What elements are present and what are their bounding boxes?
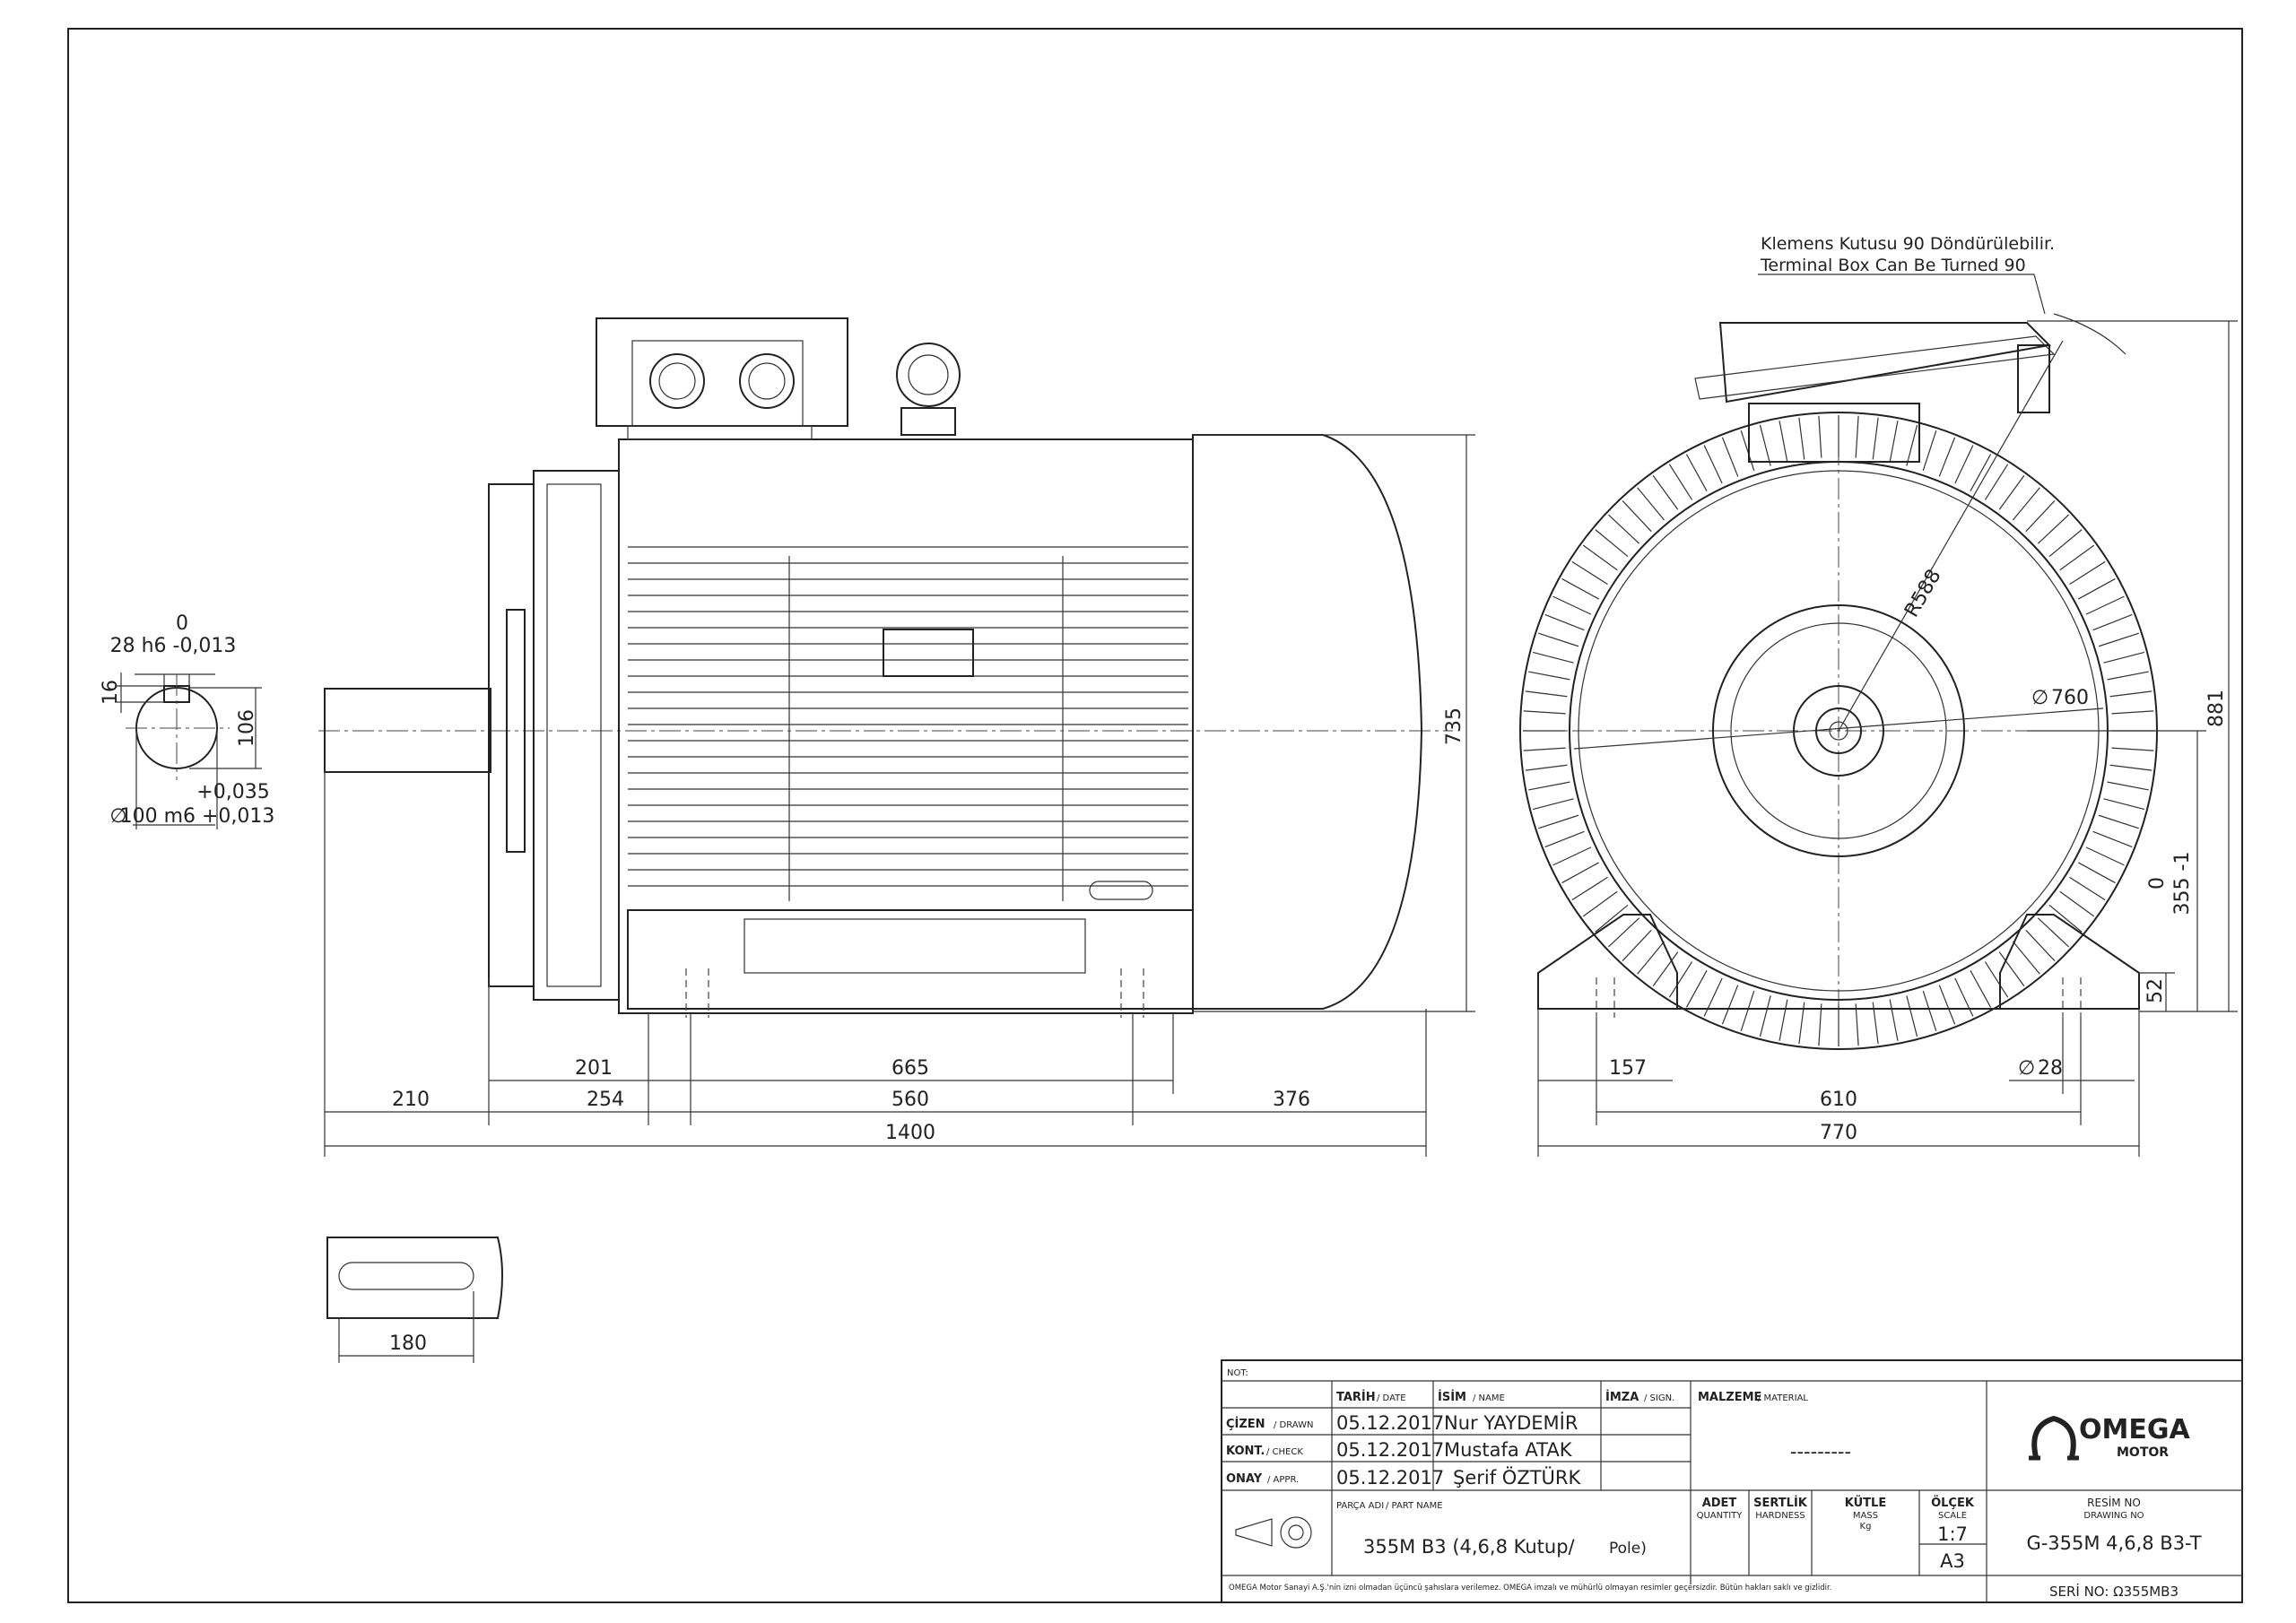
dim-254: 254	[587, 1089, 624, 1111]
row-drawn-role: ÇİZEN	[1226, 1417, 1265, 1431]
row-appr-date: 05.12.2017	[1336, 1467, 1444, 1488]
col-date-en: / DATE	[1377, 1393, 1406, 1403]
key-depth-dimension: 16	[100, 680, 122, 705]
material-label: MALZEME	[1698, 1391, 1761, 1404]
dim-355-tol: 0	[2146, 877, 2169, 890]
fan-hub	[1712, 604, 1965, 857]
row-appr-role-en: / APPR.	[1267, 1475, 1299, 1485]
diameter-symbol: ∅	[109, 805, 126, 828]
row-check-role: KONT.	[1226, 1445, 1265, 1458]
dim-376: 376	[1273, 1089, 1310, 1111]
row-check-role-en: / CHECK	[1266, 1447, 1303, 1457]
material-en: / MATERIAL	[1758, 1393, 1808, 1403]
dim-770: 770	[1820, 1122, 1857, 1144]
copyright-footer: OMEGA Motor Sanayi A.Ş.'nin izni olmadan…	[1229, 1584, 1831, 1593]
dim-r588: R588	[1900, 566, 1945, 621]
mass-en: MASS	[1853, 1511, 1878, 1521]
motor-frame	[618, 438, 1194, 1014]
part-label: PARÇA ADI	[1336, 1501, 1384, 1511]
key-tol-upper: 0	[176, 612, 188, 635]
col-sign-en: / SIGN.	[1644, 1393, 1674, 1403]
note-english: Terminal Box Can Be Turned 90	[1760, 256, 2026, 275]
dim-760: 760	[2051, 687, 2089, 709]
paper-size: A3	[1940, 1550, 1965, 1572]
dim-610: 610	[1820, 1089, 1857, 1111]
col-sign: İMZA	[1605, 1390, 1639, 1404]
logo-sub: MOTOR	[2117, 1445, 2169, 1460]
dim-210: 210	[392, 1089, 430, 1111]
drawing-no-en: DRAWING NO	[2083, 1511, 2144, 1521]
scale-en: SCALE	[1938, 1511, 1967, 1521]
hardness-label: SERTLİK	[1753, 1496, 1808, 1510]
qty-en: QUANTITY	[1697, 1511, 1744, 1521]
title-block: NOT: TARİH / DATE İSİM / NAME İMZA / SIG…	[1221, 1359, 2243, 1603]
hardness-en: HARDNESS	[1755, 1511, 1805, 1521]
foot-left	[1537, 914, 1678, 1010]
nameplate	[883, 629, 974, 677]
logo-main: OMEGA	[2079, 1414, 2190, 1445]
col-date: TARİH	[1336, 1390, 1376, 1404]
lifting-eye	[896, 343, 961, 436]
dim-28: 28	[2038, 1057, 2063, 1080]
note-turkish: Klemens Kutusu 90 Döndürülebilir.	[1761, 234, 2055, 254]
mass-unit: Kg	[1860, 1522, 1872, 1532]
qty-label: ADET	[1702, 1497, 1737, 1510]
sheet-border	[67, 28, 2243, 1603]
omega-logo: OMEGA MOTOR	[2029, 1414, 2190, 1461]
dim-180: 180	[389, 1332, 427, 1355]
side-view-dimensions: 201 665 210 254 560 376 1400 735	[324, 434, 1475, 1157]
dim-1400: 1400	[885, 1122, 935, 1144]
dim-881: 881	[2205, 690, 2228, 727]
terminal-box-note: Klemens Kutusu 90 Döndürülebilir. Termin…	[1758, 234, 2055, 315]
dim-665: 665	[891, 1057, 929, 1080]
shaft	[324, 688, 491, 773]
fan-cowl	[1192, 434, 1423, 1010]
part-name: 355M B3 (4,6,8 Kutup/	[1363, 1536, 1576, 1558]
part-name-pole: Pole)	[1609, 1540, 1647, 1558]
drawing-no: G-355M 4,6,8 B3-T	[2026, 1532, 2201, 1554]
radial-fins	[1523, 415, 2154, 1046]
dim-735: 735	[1443, 707, 1465, 745]
shaft-height-dimension: 106	[236, 709, 258, 747]
diameter-symbol: ∅	[2018, 1057, 2035, 1080]
terminal-box	[596, 317, 848, 427]
shaft-diameter-dimension: 100 m6 +0,013	[120, 805, 275, 828]
front-view-dimensions: R588 ∅ 760 881 0 355 -1 52 157 ∅ 28 610 …	[1537, 320, 2238, 1157]
dim-355: 355 -1	[2171, 852, 2194, 916]
row-check-date: 05.12.2017	[1336, 1439, 1444, 1461]
shaft-tol-upper: +0,035	[196, 781, 269, 803]
scale-value: 1:7	[1937, 1523, 1968, 1545]
col-name-en: / NAME	[1473, 1393, 1505, 1403]
foot-right	[1999, 914, 2140, 1010]
dim-157: 157	[1609, 1057, 1647, 1080]
key-detail-view: 180	[326, 1237, 503, 1363]
dim-560: 560	[891, 1089, 929, 1111]
row-drawn-name: Nur YAYDEMİR	[1444, 1411, 1578, 1434]
part-label-en: / PART NAME	[1386, 1501, 1443, 1511]
cooling-fins	[628, 546, 1188, 901]
row-drawn-date: 05.12.2017	[1336, 1412, 1444, 1434]
col-name: İSİM	[1438, 1390, 1466, 1404]
serial-no: SERİ NO: Ω355MB3	[2049, 1583, 2179, 1600]
foot-base	[627, 909, 1194, 1010]
dim-52: 52	[2144, 978, 2167, 1003]
row-check-name: Mustafa ATAK	[1444, 1439, 1573, 1461]
drawing-no-label: RESİM NO	[2087, 1496, 2141, 1509]
shaft-section-view: 0 28 h6 -0,013 16 106 +0,035 ∅ 100 m6 +0…	[100, 612, 274, 829]
note-label: NOT:	[1227, 1368, 1248, 1378]
dim-201: 201	[575, 1057, 613, 1080]
scale-label: ÖLÇEK	[1931, 1496, 1975, 1510]
diameter-symbol: ∅	[2031, 687, 2048, 709]
row-appr-name: Şerif ÖZTÜRK	[1453, 1466, 1581, 1488]
projection-symbol	[1235, 1516, 1312, 1549]
key-width-dimension: 28 h6 -0,013	[110, 635, 237, 657]
row-drawn-role-en: / DRAWN	[1274, 1420, 1313, 1430]
motor-side-view	[318, 317, 1453, 1018]
mass-label: KÜTLE	[1845, 1496, 1886, 1510]
row-appr-role: ONAY	[1226, 1472, 1263, 1486]
motor-front-view	[1519, 313, 2170, 1050]
material-value: ---------	[1790, 1441, 1851, 1462]
